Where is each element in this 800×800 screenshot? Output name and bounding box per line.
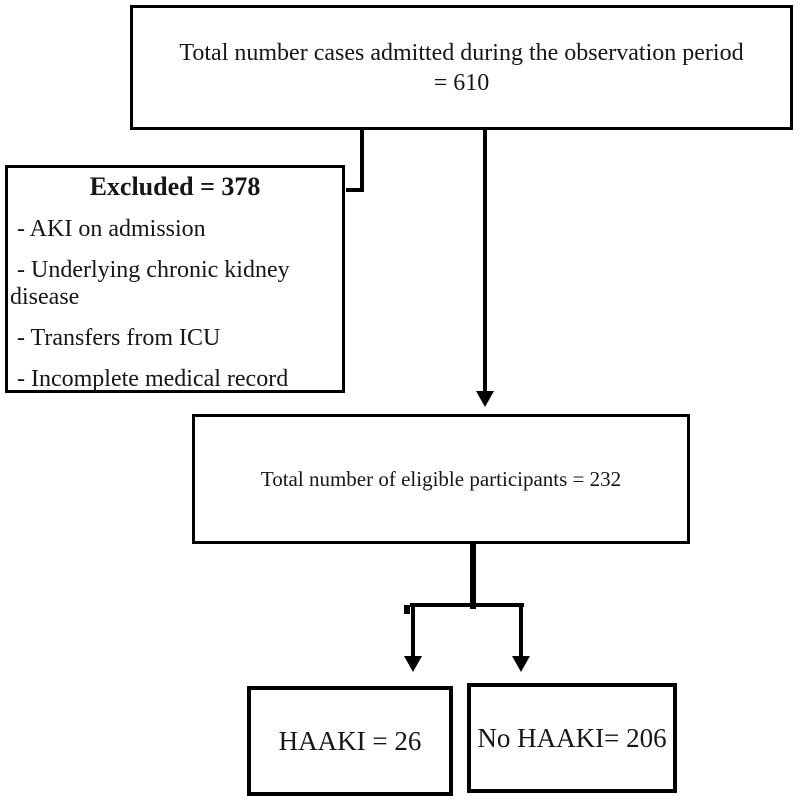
- connector-eligible-branch-stem: [470, 542, 476, 609]
- connector-branch-left-nub: [404, 605, 410, 614]
- node-haaki-text: HAAKI = 26: [278, 725, 422, 756]
- connector-admitted-to-excluded-vertical: [360, 128, 364, 192]
- connector-branch-to-nohaaki-shaft: [519, 603, 523, 658]
- arrowhead-down-icon: [476, 391, 494, 407]
- excluded-item: - Underlying chronic kidney disease: [10, 257, 290, 310]
- connector-admitted-to-excluded-horizontal: [346, 188, 364, 192]
- node-excluded-title: Excluded = 378: [89, 172, 261, 201]
- connector-branch-to-haaki-shaft: [411, 603, 415, 658]
- node-eligible-text: Total number of eligible participants = …: [260, 466, 622, 491]
- node-total-admitted-text: Total number cases admitted during the o…: [179, 39, 744, 96]
- excluded-item: - Transfers from ICU: [17, 325, 221, 351]
- node-excluded: Excluded = 378 - AKI on admission - Unde…: [5, 165, 345, 393]
- node-total-admitted: Total number cases admitted during the o…: [130, 5, 793, 130]
- excluded-item: - AKI on admission: [17, 216, 206, 242]
- arrowhead-down-icon: [404, 656, 422, 672]
- node-no-haaki: No HAAKI= 206: [467, 683, 677, 793]
- node-eligible: Total number of eligible participants = …: [192, 414, 690, 544]
- connector-eligible-branch-bar: [410, 603, 524, 607]
- node-no-haaki-text: No HAAKI= 206: [477, 722, 667, 753]
- excluded-item: - Incomplete medical record: [17, 366, 289, 392]
- arrowhead-down-icon: [512, 656, 530, 672]
- node-haaki: HAAKI = 26: [247, 686, 453, 796]
- connector-admitted-to-eligible-shaft: [483, 128, 487, 392]
